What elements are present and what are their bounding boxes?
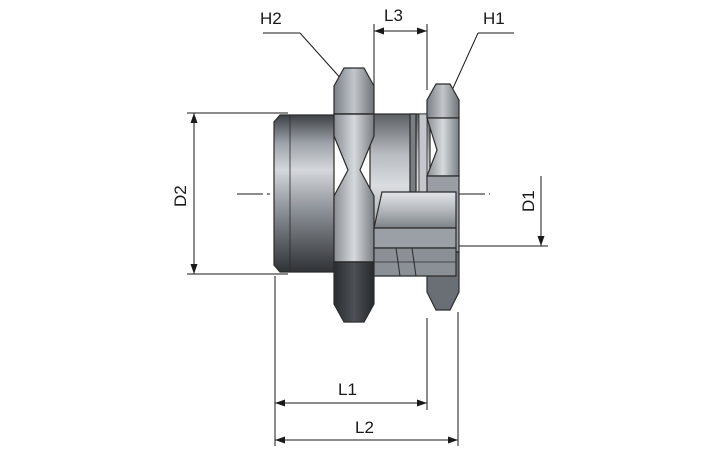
label-d2: D2 <box>171 185 190 207</box>
label-l3: L3 <box>384 6 403 25</box>
label-l1: L1 <box>338 380 357 399</box>
fitting-body <box>273 67 460 323</box>
dimension-lines <box>187 24 548 446</box>
label-h2: H2 <box>260 9 282 28</box>
label-d1: D1 <box>519 190 538 212</box>
label-l2: L2 <box>355 418 374 437</box>
label-h1: H1 <box>483 9 505 28</box>
